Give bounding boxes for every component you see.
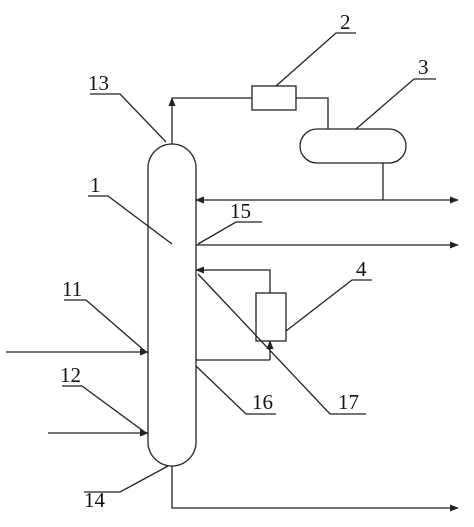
label-4: 4 xyxy=(356,257,367,281)
leader-14 xyxy=(84,465,169,493)
label-13: 13 xyxy=(88,71,109,95)
leader-16 xyxy=(195,365,276,415)
label-11: 11 xyxy=(62,277,82,301)
leader-17 xyxy=(197,273,366,415)
label-2: 2 xyxy=(340,10,351,34)
leader-13 xyxy=(90,93,167,143)
unit-4-box xyxy=(255,292,287,342)
leader-15 xyxy=(197,221,262,245)
leader-12 xyxy=(62,385,147,434)
leader-4 xyxy=(285,279,372,332)
leader-3 xyxy=(355,78,436,130)
label-1: 1 xyxy=(90,173,101,197)
distillation-column xyxy=(147,143,197,467)
unit-2-to-drum-line xyxy=(296,97,329,129)
unit-4-return-line xyxy=(195,266,271,293)
label-14: 14 xyxy=(84,488,106,512)
bottoms-product-arrow xyxy=(171,466,459,512)
leader-1 xyxy=(88,195,173,245)
reflux-drum xyxy=(299,128,407,164)
leader-2 xyxy=(275,32,356,87)
leader-11 xyxy=(64,299,147,353)
unit-2-box xyxy=(251,85,297,111)
label-17: 17 xyxy=(338,390,359,414)
label-3: 3 xyxy=(418,55,429,79)
label-16: 16 xyxy=(252,390,273,414)
label-15: 15 xyxy=(230,199,251,223)
label-12: 12 xyxy=(60,363,81,387)
